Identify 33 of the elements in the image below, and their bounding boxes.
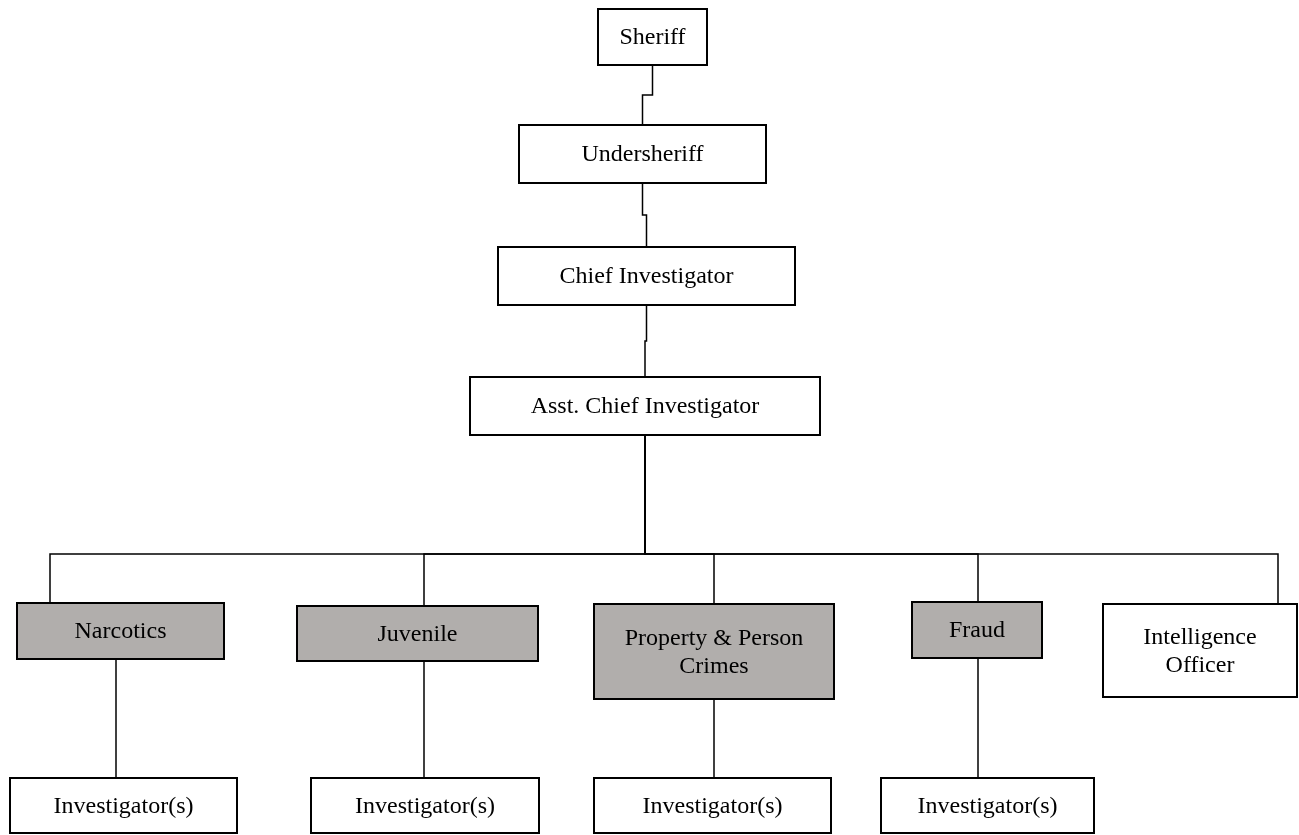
position-box — [9, 777, 238, 834]
position-box — [518, 124, 767, 184]
position-box — [880, 777, 1095, 834]
box-label: Juvenile — [376, 619, 459, 648]
box-label: Chief Investigator — [558, 262, 735, 290]
box-label: Sheriff — [618, 23, 687, 51]
box-label: Investigator(s) — [52, 791, 195, 820]
connector-line — [644, 305, 648, 377]
connector-line — [423, 661, 425, 778]
connector-line — [977, 658, 979, 778]
box-label: Asst. Chief Investigator — [529, 392, 761, 420]
connector-line — [641, 65, 654, 125]
position-box — [310, 777, 540, 834]
box-label: Narcotics — [73, 617, 168, 645]
box-label: Property & Person Crimes — [623, 623, 805, 680]
connector-line — [641, 183, 648, 247]
unit-box — [16, 602, 225, 660]
connector-line — [115, 659, 117, 778]
unit-box — [593, 603, 835, 700]
box-label: Investigator(s) — [354, 791, 496, 820]
box-label: Intelligence Officer — [1142, 622, 1258, 679]
box-label: Investigator(s) — [641, 791, 784, 820]
position-box — [469, 376, 821, 436]
box-label: Undersheriff — [580, 140, 705, 168]
connector-line — [713, 699, 715, 778]
box-label: Fraud — [948, 616, 1006, 644]
unit-box — [296, 605, 539, 662]
position-box — [597, 8, 708, 66]
unit-box — [911, 601, 1043, 659]
position-box — [1102, 603, 1298, 698]
position-box — [497, 246, 796, 306]
position-box — [593, 777, 832, 834]
box-label: Investigator(s) — [916, 791, 1059, 820]
